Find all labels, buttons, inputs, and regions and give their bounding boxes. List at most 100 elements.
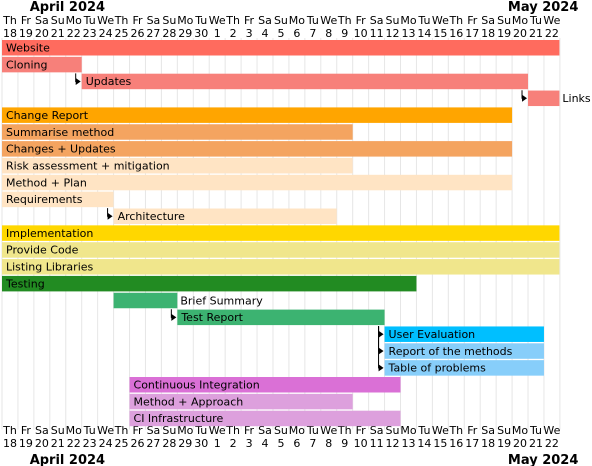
weekday-label-top: Th (448, 14, 463, 27)
day-number-label-bottom: 25 (115, 437, 129, 450)
day-number-label-bottom: 28 (162, 437, 176, 450)
day-number-label-bottom: 8 (325, 437, 332, 450)
weekday-label-top: Sa (147, 14, 161, 27)
weekday-label-top: Sa (35, 14, 49, 27)
day-number-label-bottom: 29 (178, 437, 192, 450)
month-label-top: April 2024 (30, 0, 105, 15)
weekday-label-top: Th (2, 14, 17, 27)
task-bar (2, 242, 560, 258)
day-number-label-bottom: 3 (246, 437, 253, 450)
task-label: Summarise method (6, 126, 114, 139)
day-number-label-top: 6 (293, 27, 300, 40)
day-number-label-top: 19 (497, 27, 511, 40)
task-bar (129, 393, 353, 410)
dependency-arrowhead (522, 94, 528, 102)
task-label: Architecture (118, 210, 186, 223)
task-bar (129, 410, 401, 427)
day-number-label-bottom: 19 (19, 437, 33, 450)
weekday-label-top: Sa (481, 14, 495, 27)
dependency-arrowhead (378, 364, 384, 372)
weekday-label-bottom: Fr (244, 424, 255, 437)
day-number-label-bottom: 21 (529, 437, 543, 450)
weekday-label-bottom: Th (337, 424, 352, 437)
weekday-label-bottom: Fr (467, 424, 478, 437)
task-bar (2, 124, 353, 140)
weekday-label-bottom: Th (225, 424, 240, 437)
task-bar (528, 90, 560, 107)
weekday-label-top: We (209, 14, 226, 27)
task-bar (2, 174, 513, 191)
dependency-arrowhead (378, 347, 384, 355)
weekday-label-top: Th (114, 14, 129, 27)
day-number-label-bottom: 20 (35, 437, 49, 450)
day-number-label-top: 25 (115, 27, 129, 40)
weekday-label-bottom: Th (114, 424, 129, 437)
task-label: Testing (5, 277, 45, 290)
weekday-label-top: Tu (306, 14, 319, 27)
day-number-label-top: 14 (417, 27, 431, 40)
weekday-label-top: Tu (83, 14, 96, 27)
month-label-bottom: April 2024 (30, 453, 105, 466)
day-number-label-bottom: 20 (513, 437, 527, 450)
day-number-label-top: 10 (354, 27, 368, 40)
weekday-label-bottom: Fr (21, 424, 32, 437)
day-number-label-bottom: 19 (497, 437, 511, 450)
task-bar (384, 343, 544, 359)
weekday-label-top: Su (162, 14, 176, 27)
task-bar (113, 292, 178, 309)
weekday-label-top: Tu (417, 14, 430, 27)
weekday-label-bottom: Su (162, 424, 176, 437)
month-label-top: May 2024 (508, 0, 579, 15)
task-label: Table of problems (388, 362, 487, 375)
weekday-label-bottom: Sa (370, 424, 384, 437)
day-number-label-bottom: 12 (386, 437, 400, 450)
day-number-label-top: 20 (35, 27, 49, 40)
weekday-label-top: Su (386, 14, 400, 27)
task-label: Continuous Integration (134, 379, 260, 392)
weekday-label-bottom: Mo (177, 424, 193, 437)
day-number-label-top: 5 (277, 27, 284, 40)
weekday-label-top: Mo (512, 14, 528, 27)
weekday-label-top: We (320, 14, 337, 27)
weekday-label-top: Su (274, 14, 288, 27)
weekday-label-top: Su (51, 14, 65, 27)
task-label: Requirements (6, 193, 83, 206)
day-number-label-top: 27 (146, 27, 160, 40)
weekday-label-bottom: Tu (83, 424, 96, 437)
day-number-label-bottom: 7 (309, 437, 316, 450)
day-number-label-top: 24 (99, 27, 113, 40)
weekday-label-bottom: We (209, 424, 226, 437)
task-label: Updates (86, 75, 132, 88)
dependency-arrow (378, 326, 383, 352)
task-bar (2, 56, 82, 73)
day-number-label-top: 28 (162, 27, 176, 40)
day-number-label-bottom: 10 (354, 437, 368, 450)
day-number-label-bottom: 23 (83, 437, 97, 450)
day-number-label-top: 20 (513, 27, 527, 40)
task-label: Brief Summary (180, 294, 263, 307)
weekday-label-bottom: We (432, 424, 449, 437)
weekday-label-top: Sa (258, 14, 272, 27)
weekday-label-bottom: We (543, 424, 560, 437)
weekday-label-top: Su (497, 14, 511, 27)
day-number-label-top: 26 (130, 27, 144, 40)
weekday-label-bottom: Mo (289, 424, 305, 437)
task-bar (2, 107, 513, 123)
task-label: Report of the methods (389, 345, 513, 358)
day-number-label-top: 19 (19, 27, 33, 40)
day-number-label-bottom: 22 (545, 437, 559, 450)
task-label: User Evaluation (389, 328, 476, 341)
task-label: Method + Approach (134, 395, 244, 408)
task-label: Test Report (180, 311, 243, 324)
task-label: Risk assessment + mitigation (6, 159, 170, 172)
day-number-label-bottom: 2 (230, 437, 237, 450)
weekday-label-bottom: Su (497, 424, 511, 437)
weekday-label-bottom: Sa (481, 424, 495, 437)
weekday-label-top: Fr (467, 14, 478, 27)
weekday-label-bottom: We (320, 424, 337, 437)
task-bar (2, 157, 353, 174)
month-label-bottom: May 2024 (508, 453, 579, 466)
day-number-label-bottom: 6 (293, 437, 300, 450)
day-number-label-top: 21 (51, 27, 65, 40)
weekday-label-bottom: Tu (194, 424, 207, 437)
